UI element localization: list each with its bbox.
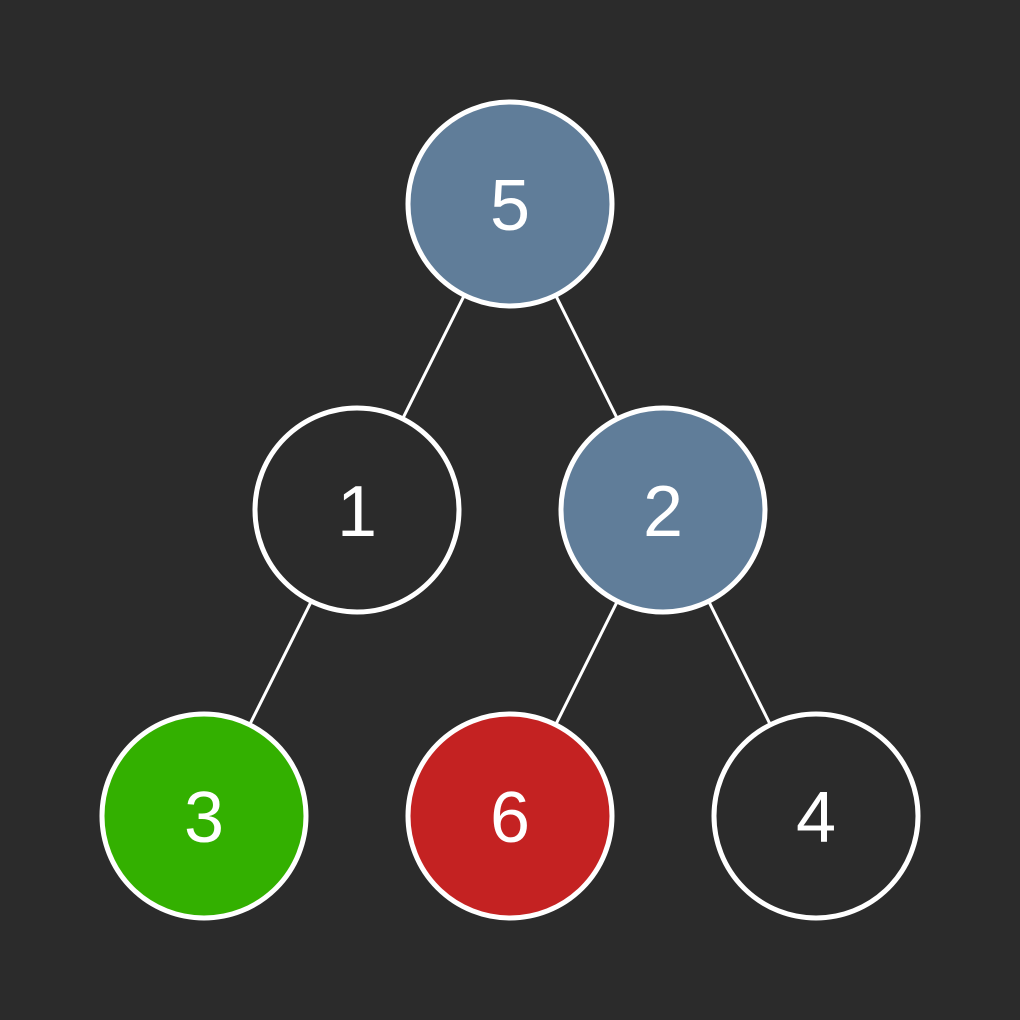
node-circle-6 [405,711,615,921]
node-circle-1 [252,405,462,615]
tree-node-2: 2 [558,405,768,615]
node-label-2: 2 [643,472,683,552]
tree-node-1: 1 [252,405,462,615]
node-label-5: 5 [490,166,530,246]
tree-node-5: 5 [405,99,615,309]
node-circle-2 [558,405,768,615]
tree-node-4: 4 [711,711,921,921]
node-label-4: 4 [796,778,836,858]
node-circle-4 [711,711,921,921]
node-label-3: 3 [184,778,224,858]
edge-n1-n3 [248,600,313,726]
edge-n2-n6 [554,600,619,726]
tree-node-3: 3 [99,711,309,921]
edges-layer [248,294,772,726]
nodes-layer: 5 1 2 3 6 4 [99,99,921,921]
node-label-1: 1 [337,472,377,552]
tree-node-6: 6 [405,711,615,921]
node-circle-5 [405,99,615,309]
edge-n2-n4 [707,600,772,726]
edge-n5-n2 [554,294,619,420]
node-label-6: 6 [490,778,530,858]
edge-n5-n1 [401,294,466,420]
node-circle-3 [99,711,309,921]
